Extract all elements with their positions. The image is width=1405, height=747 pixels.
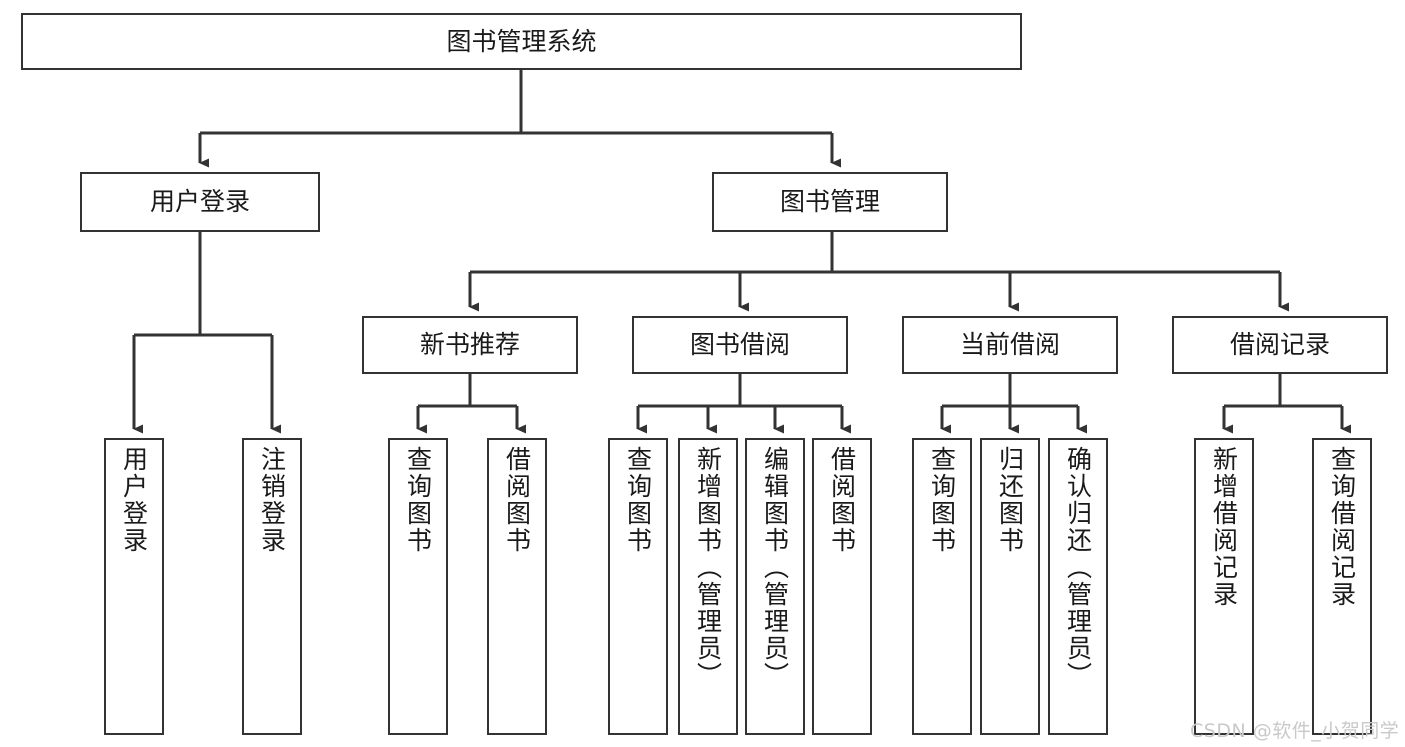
node-leaf-query-book-2[interactable]: 查询图书 [608, 438, 668, 735]
node-user-login-label: 用户登录 [149, 187, 250, 217]
node-book-manage[interactable]: 图书管理 [712, 172, 948, 232]
node-book-borrow-label: 图书借阅 [689, 330, 790, 360]
node-leaf-logout[interactable]: 注销登录 [242, 438, 302, 735]
node-root[interactable]: 图书管理系统 [21, 13, 1022, 70]
node-leaf-logout-label: 注销登录 [257, 446, 287, 554]
node-leaf-query-record[interactable]: 查询借阅记录 [1312, 438, 1372, 735]
node-leaf-query-record-label: 查询借阅记录 [1327, 446, 1357, 608]
node-borrow-record-label: 借阅记录 [1229, 330, 1330, 360]
csdn-watermark: CSDN @软件_小贺同学 [1190, 720, 1400, 742]
node-leaf-add-book-label: 新增图书（管理员） [693, 446, 723, 689]
node-leaf-query-book-3-label: 查询图书 [927, 446, 957, 554]
node-leaf-query-book-1-label: 查询图书 [403, 446, 433, 554]
node-current-borrow-label: 当前借阅 [959, 330, 1060, 360]
node-leaf-confirm-return-label: 确认归还（管理员） [1063, 446, 1093, 689]
node-borrow-record[interactable]: 借阅记录 [1172, 316, 1388, 374]
node-leaf-user-login-label: 用户登录 [119, 446, 149, 554]
node-book-manage-label: 图书管理 [779, 187, 880, 217]
node-leaf-borrow-book-2-label: 借阅图书 [827, 446, 857, 554]
node-leaf-query-book-3[interactable]: 查询图书 [912, 438, 972, 735]
node-root-label: 图书管理系统 [446, 26, 597, 56]
node-leaf-return-book[interactable]: 归还图书 [980, 438, 1040, 735]
node-user-login[interactable]: 用户登录 [80, 172, 320, 232]
node-book-borrow[interactable]: 图书借阅 [632, 316, 848, 374]
node-leaf-add-record-label: 新增借阅记录 [1209, 446, 1239, 608]
node-leaf-edit-book-label: 编辑图书（管理员） [760, 446, 790, 689]
node-leaf-query-book-1[interactable]: 查询图书 [388, 438, 448, 735]
node-leaf-add-record[interactable]: 新增借阅记录 [1194, 438, 1254, 735]
node-leaf-borrow-book-2[interactable]: 借阅图书 [812, 438, 872, 735]
node-new-book-recommend-label: 新书推荐 [419, 330, 520, 360]
node-leaf-borrow-book-1[interactable]: 借阅图书 [487, 438, 547, 735]
node-new-book-recommend[interactable]: 新书推荐 [362, 316, 578, 374]
node-leaf-user-login[interactable]: 用户登录 [104, 438, 164, 735]
node-leaf-return-book-label: 归还图书 [995, 446, 1025, 554]
node-leaf-borrow-book-1-label: 借阅图书 [502, 446, 532, 554]
node-leaf-query-book-2-label: 查询图书 [623, 446, 653, 554]
node-leaf-edit-book[interactable]: 编辑图书（管理员） [745, 438, 805, 735]
node-current-borrow[interactable]: 当前借阅 [902, 316, 1118, 374]
node-leaf-confirm-return[interactable]: 确认归还（管理员） [1048, 438, 1108, 735]
node-leaf-add-book[interactable]: 新增图书（管理员） [678, 438, 738, 735]
connector-lines [132, 70, 1351, 434]
